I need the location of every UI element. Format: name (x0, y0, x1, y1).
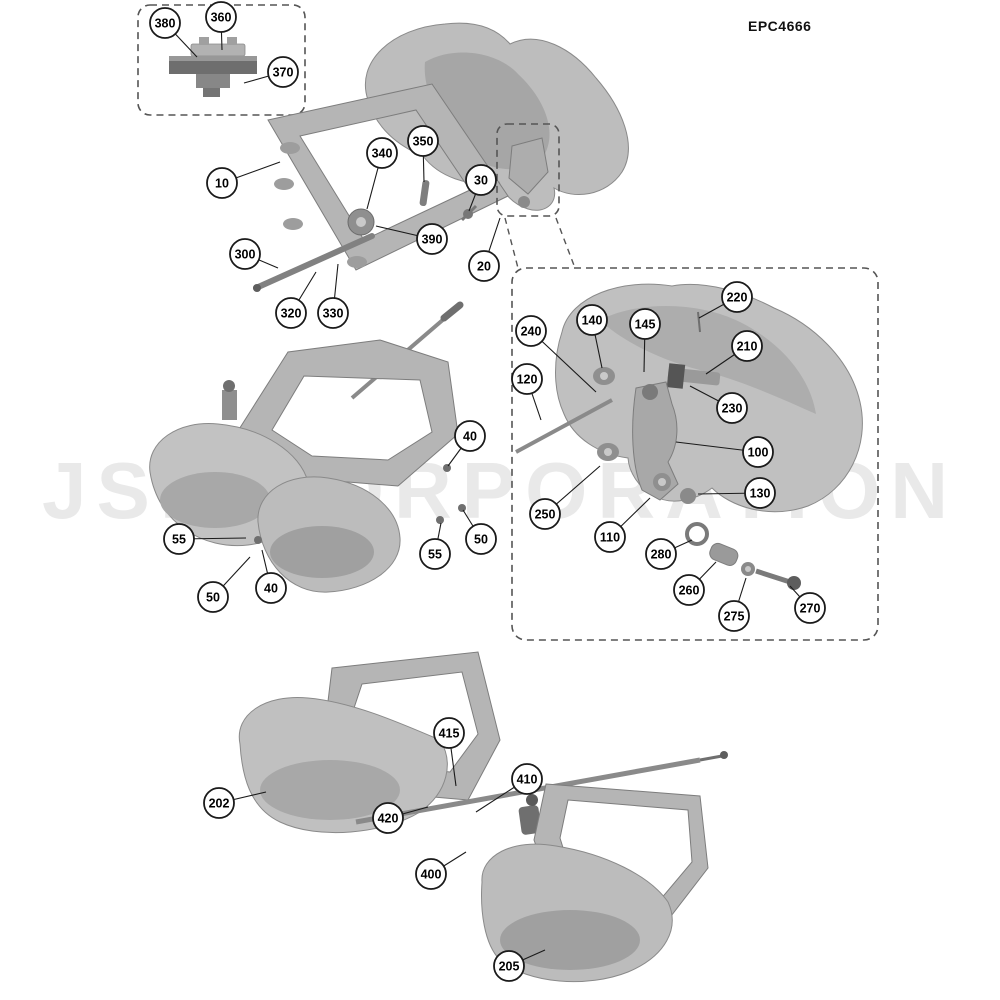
callout-370[interactable]: 370 (267, 56, 299, 88)
callout-30[interactable]: 30 (465, 164, 497, 196)
assembly-bottom (238, 651, 728, 983)
callout-40[interactable]: 40 (255, 572, 287, 604)
callout-420[interactable]: 420 (372, 802, 404, 834)
stabilizer-rod-300 (253, 233, 375, 291)
callout-340[interactable]: 340 (366, 137, 398, 169)
callout-10[interactable]: 10 (206, 167, 238, 199)
callout-415[interactable]: 415 (433, 717, 465, 749)
callout-55[interactable]: 55 (419, 538, 451, 570)
bracket-100 (632, 381, 679, 501)
callout-360[interactable]: 360 (205, 1, 237, 33)
callout-50[interactable]: 50 (465, 523, 497, 555)
detail-connector-line (555, 217, 576, 269)
callout-380[interactable]: 380 (149, 7, 181, 39)
callout-300[interactable]: 300 (229, 238, 261, 270)
callout-250[interactable]: 250 (529, 498, 561, 530)
callout-230[interactable]: 230 (716, 392, 748, 424)
callout-260[interactable]: 260 (673, 574, 705, 606)
callout-55[interactable]: 55 (163, 523, 195, 555)
assembly-middle-left (149, 301, 466, 593)
inset-detail-box (137, 4, 306, 116)
callout-110[interactable]: 110 (594, 521, 626, 553)
callout-220[interactable]: 220 (721, 281, 753, 313)
callout-350[interactable]: 350 (407, 125, 439, 157)
callout-40[interactable]: 40 (454, 420, 486, 452)
callout-275[interactable]: 275 (718, 600, 750, 632)
callout-145[interactable]: 145 (629, 308, 661, 340)
callout-210[interactable]: 210 (731, 330, 763, 362)
callout-240[interactable]: 240 (515, 315, 547, 347)
callout-410[interactable]: 410 (511, 763, 543, 795)
inset-dashed-border (137, 4, 306, 116)
callout-20[interactable]: 20 (468, 250, 500, 282)
document-code: EPC4666 (748, 18, 812, 34)
callout-120[interactable]: 120 (511, 363, 543, 395)
assembly-top (253, 22, 629, 292)
callout-270[interactable]: 270 (794, 592, 826, 624)
detail-connector-line (504, 217, 519, 269)
callout-205[interactable]: 205 (493, 950, 525, 982)
callout-400[interactable]: 400 (415, 858, 447, 890)
callout-140[interactable]: 140 (576, 304, 608, 336)
bolt-270 (755, 568, 791, 585)
callout-50[interactable]: 50 (197, 581, 229, 613)
detail-dashed-border (511, 267, 879, 641)
rod-120 (515, 398, 613, 454)
callout-100[interactable]: 100 (742, 436, 774, 468)
bushing-260 (709, 542, 739, 566)
callout-280[interactable]: 280 (645, 538, 677, 570)
callout-390[interactable]: 390 (416, 223, 448, 255)
callout-330[interactable]: 330 (317, 297, 349, 329)
callout-130[interactable]: 130 (744, 477, 776, 509)
callout-320[interactable]: 320 (275, 297, 307, 329)
ring-280 (685, 522, 709, 546)
callout-202[interactable]: 202 (203, 787, 235, 819)
